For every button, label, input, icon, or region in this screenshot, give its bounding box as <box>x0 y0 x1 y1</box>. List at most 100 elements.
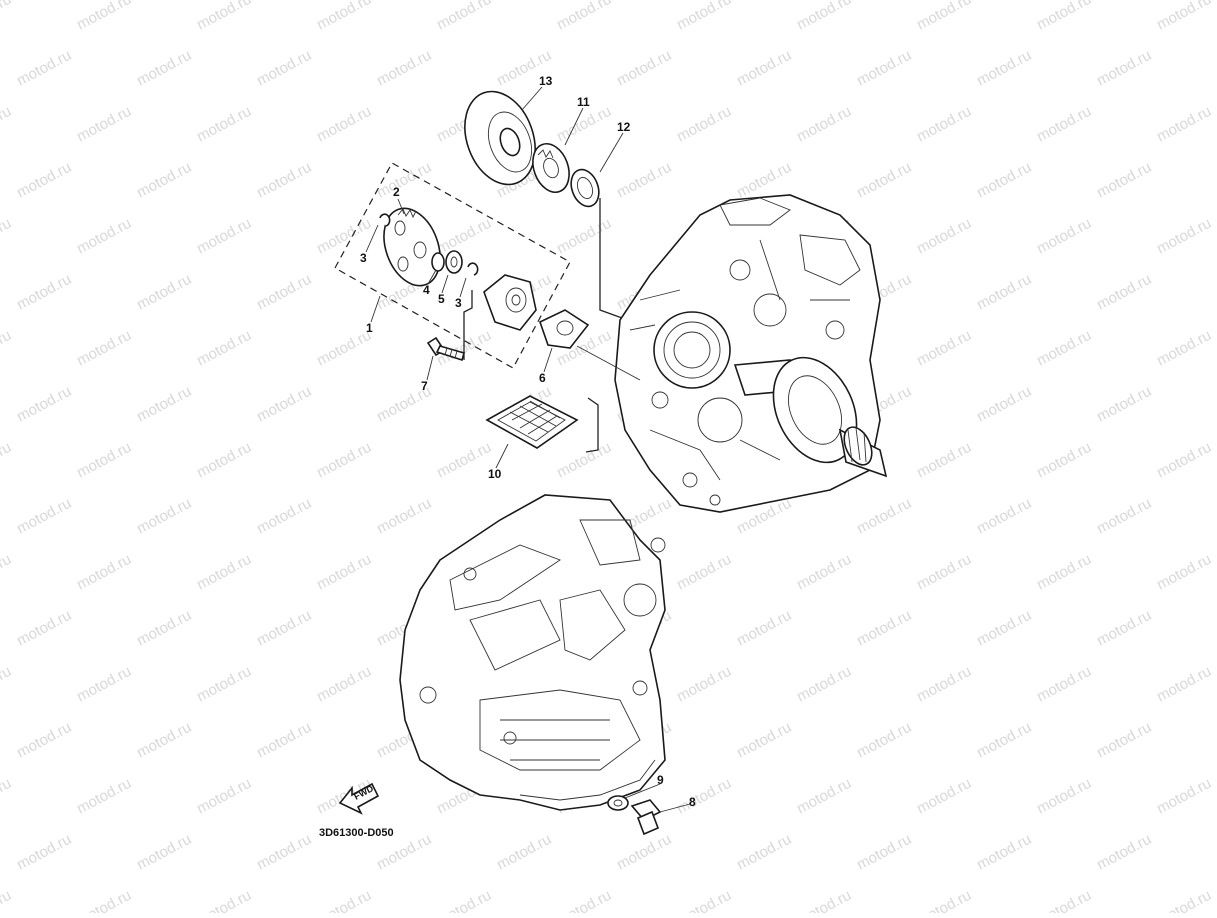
watermark-text: motod.ru <box>194 215 254 258</box>
watermark-text: motod.ru <box>254 495 314 538</box>
watermark-text: motod.ru <box>734 719 794 762</box>
watermark-text: motod.ru <box>854 719 914 762</box>
watermark-text: motod.ru <box>734 47 794 90</box>
watermark-text: motod.ru <box>14 383 74 426</box>
watermark-text: motod.ru <box>914 439 974 482</box>
watermark-text: motod.ru <box>254 383 314 426</box>
watermark-text: motod.ru <box>134 831 194 874</box>
bolt <box>426 336 465 362</box>
watermark-text: motod.ru <box>554 439 614 482</box>
oil-strainer <box>485 395 579 449</box>
watermark-text: motod.ru <box>794 0 854 34</box>
watermark-text: motod.ru <box>554 215 614 258</box>
gasket <box>539 309 590 349</box>
left-crankcase <box>399 494 666 811</box>
watermark-text: motod.ru <box>434 0 494 34</box>
watermark-text: motod.ru <box>674 887 734 913</box>
watermark-text: motod.ru <box>194 663 254 706</box>
watermark-text: motod.ru <box>974 607 1034 650</box>
watermark-text: motod.ru <box>974 383 1034 426</box>
watermark-text: motod.ru <box>14 495 74 538</box>
watermark-text: motod.ru <box>314 551 374 594</box>
watermark-text: motod.ru <box>1034 775 1094 818</box>
right-crankcase <box>614 194 881 513</box>
watermark-text: motod.ru <box>974 159 1034 202</box>
watermark-text: motod.ru <box>794 775 854 818</box>
watermark-text: motod.ru <box>194 775 254 818</box>
watermark-text: motod.ru <box>614 159 674 202</box>
watermark-text: motod.ru <box>1034 103 1094 146</box>
watermark-text: motod.ru <box>1154 103 1214 146</box>
watermark-text: motod.ru <box>494 831 554 874</box>
watermark-text: motod.ru <box>914 0 974 34</box>
watermark-text: motod.ru <box>254 159 314 202</box>
watermark-text: motod.ru <box>14 159 74 202</box>
callout-2: 2 <box>393 185 400 199</box>
watermark-text: motod.ru <box>194 439 254 482</box>
fwd-arrow-icon: FWD <box>338 782 380 815</box>
watermark-text: motod.ru <box>674 551 734 594</box>
watermark-text: motod.ru <box>1094 607 1154 650</box>
watermark-text: motod.ru <box>0 215 14 258</box>
watermark-text: motod.ru <box>74 775 134 818</box>
callout-8: 8 <box>689 795 696 809</box>
watermark-text: motod.ru <box>14 607 74 650</box>
watermark-text: motod.ru <box>974 47 1034 90</box>
watermark-text: motod.ru <box>854 159 914 202</box>
watermark-text: motod.ru <box>854 831 914 874</box>
watermark-text: motod.ru <box>554 103 614 146</box>
watermark-text: motod.ru <box>914 663 974 706</box>
watermark-text: motod.ru <box>0 775 14 818</box>
watermark-text: motod.ru <box>74 103 134 146</box>
callout-7: 7 <box>421 379 428 393</box>
watermark-text: motod.ru <box>74 663 134 706</box>
watermark-text: motod.ru <box>614 831 674 874</box>
watermark-text: motod.ru <box>194 887 254 913</box>
drain-plug <box>607 795 662 836</box>
watermark-text: motod.ru <box>314 439 374 482</box>
watermark-text: motod.ru <box>1154 663 1214 706</box>
watermark-text: motod.ru <box>1094 495 1154 538</box>
watermark-text: motod.ru <box>434 215 494 258</box>
watermark-text: motod.ru <box>1154 775 1214 818</box>
watermark-text: motod.ru <box>134 607 194 650</box>
watermark-text: motod.ru <box>974 719 1034 762</box>
watermark-text: motod.ru <box>254 831 314 874</box>
watermark-text: motod.ru <box>1034 663 1094 706</box>
drive-gear <box>532 142 570 194</box>
watermark-text: motod.ru <box>974 495 1034 538</box>
watermark-text: motod.ru <box>0 887 14 913</box>
watermark-text: motod.ru <box>1094 383 1154 426</box>
callout-10: 10 <box>488 467 502 481</box>
watermark-text: motod.ru <box>14 719 74 762</box>
assembly-lines <box>463 198 641 453</box>
watermark-text: motod.ru <box>1094 271 1154 314</box>
watermark-text: motod.ru <box>1094 47 1154 90</box>
watermark-text: motod.ru <box>14 831 74 874</box>
watermark-text: motod.ru <box>0 103 14 146</box>
watermark-text: motod.ru <box>794 887 854 913</box>
watermark-text: motod.ru <box>314 887 374 913</box>
callout-4: 4 <box>423 283 430 297</box>
washer <box>431 250 463 274</box>
watermark-text: motod.ru <box>314 103 374 146</box>
watermark-text: motod.ru <box>194 327 254 370</box>
watermark-text: motod.ru <box>674 0 734 34</box>
watermark-text: motod.ru <box>1034 887 1094 913</box>
watermark-text: motod.ru <box>134 47 194 90</box>
watermark-text: motod.ru <box>254 607 314 650</box>
watermark-text: motod.ru <box>554 887 614 913</box>
watermark-text: motod.ru <box>974 831 1034 874</box>
watermark-text: motod.ru <box>914 551 974 594</box>
callout-1: 1 <box>366 321 373 335</box>
watermark-text: motod.ru <box>194 551 254 594</box>
reference-code: 3D61300-D050 <box>319 827 394 839</box>
watermark-text: motod.ru <box>914 775 974 818</box>
watermark-text: motod.ru <box>794 551 854 594</box>
callout-13: 13 <box>539 74 553 88</box>
watermark-text: motod.ru <box>1034 439 1094 482</box>
watermark-text: motod.ru <box>0 0 14 34</box>
watermark-text: motod.ru <box>74 327 134 370</box>
watermark-text: motod.ru <box>1034 327 1094 370</box>
